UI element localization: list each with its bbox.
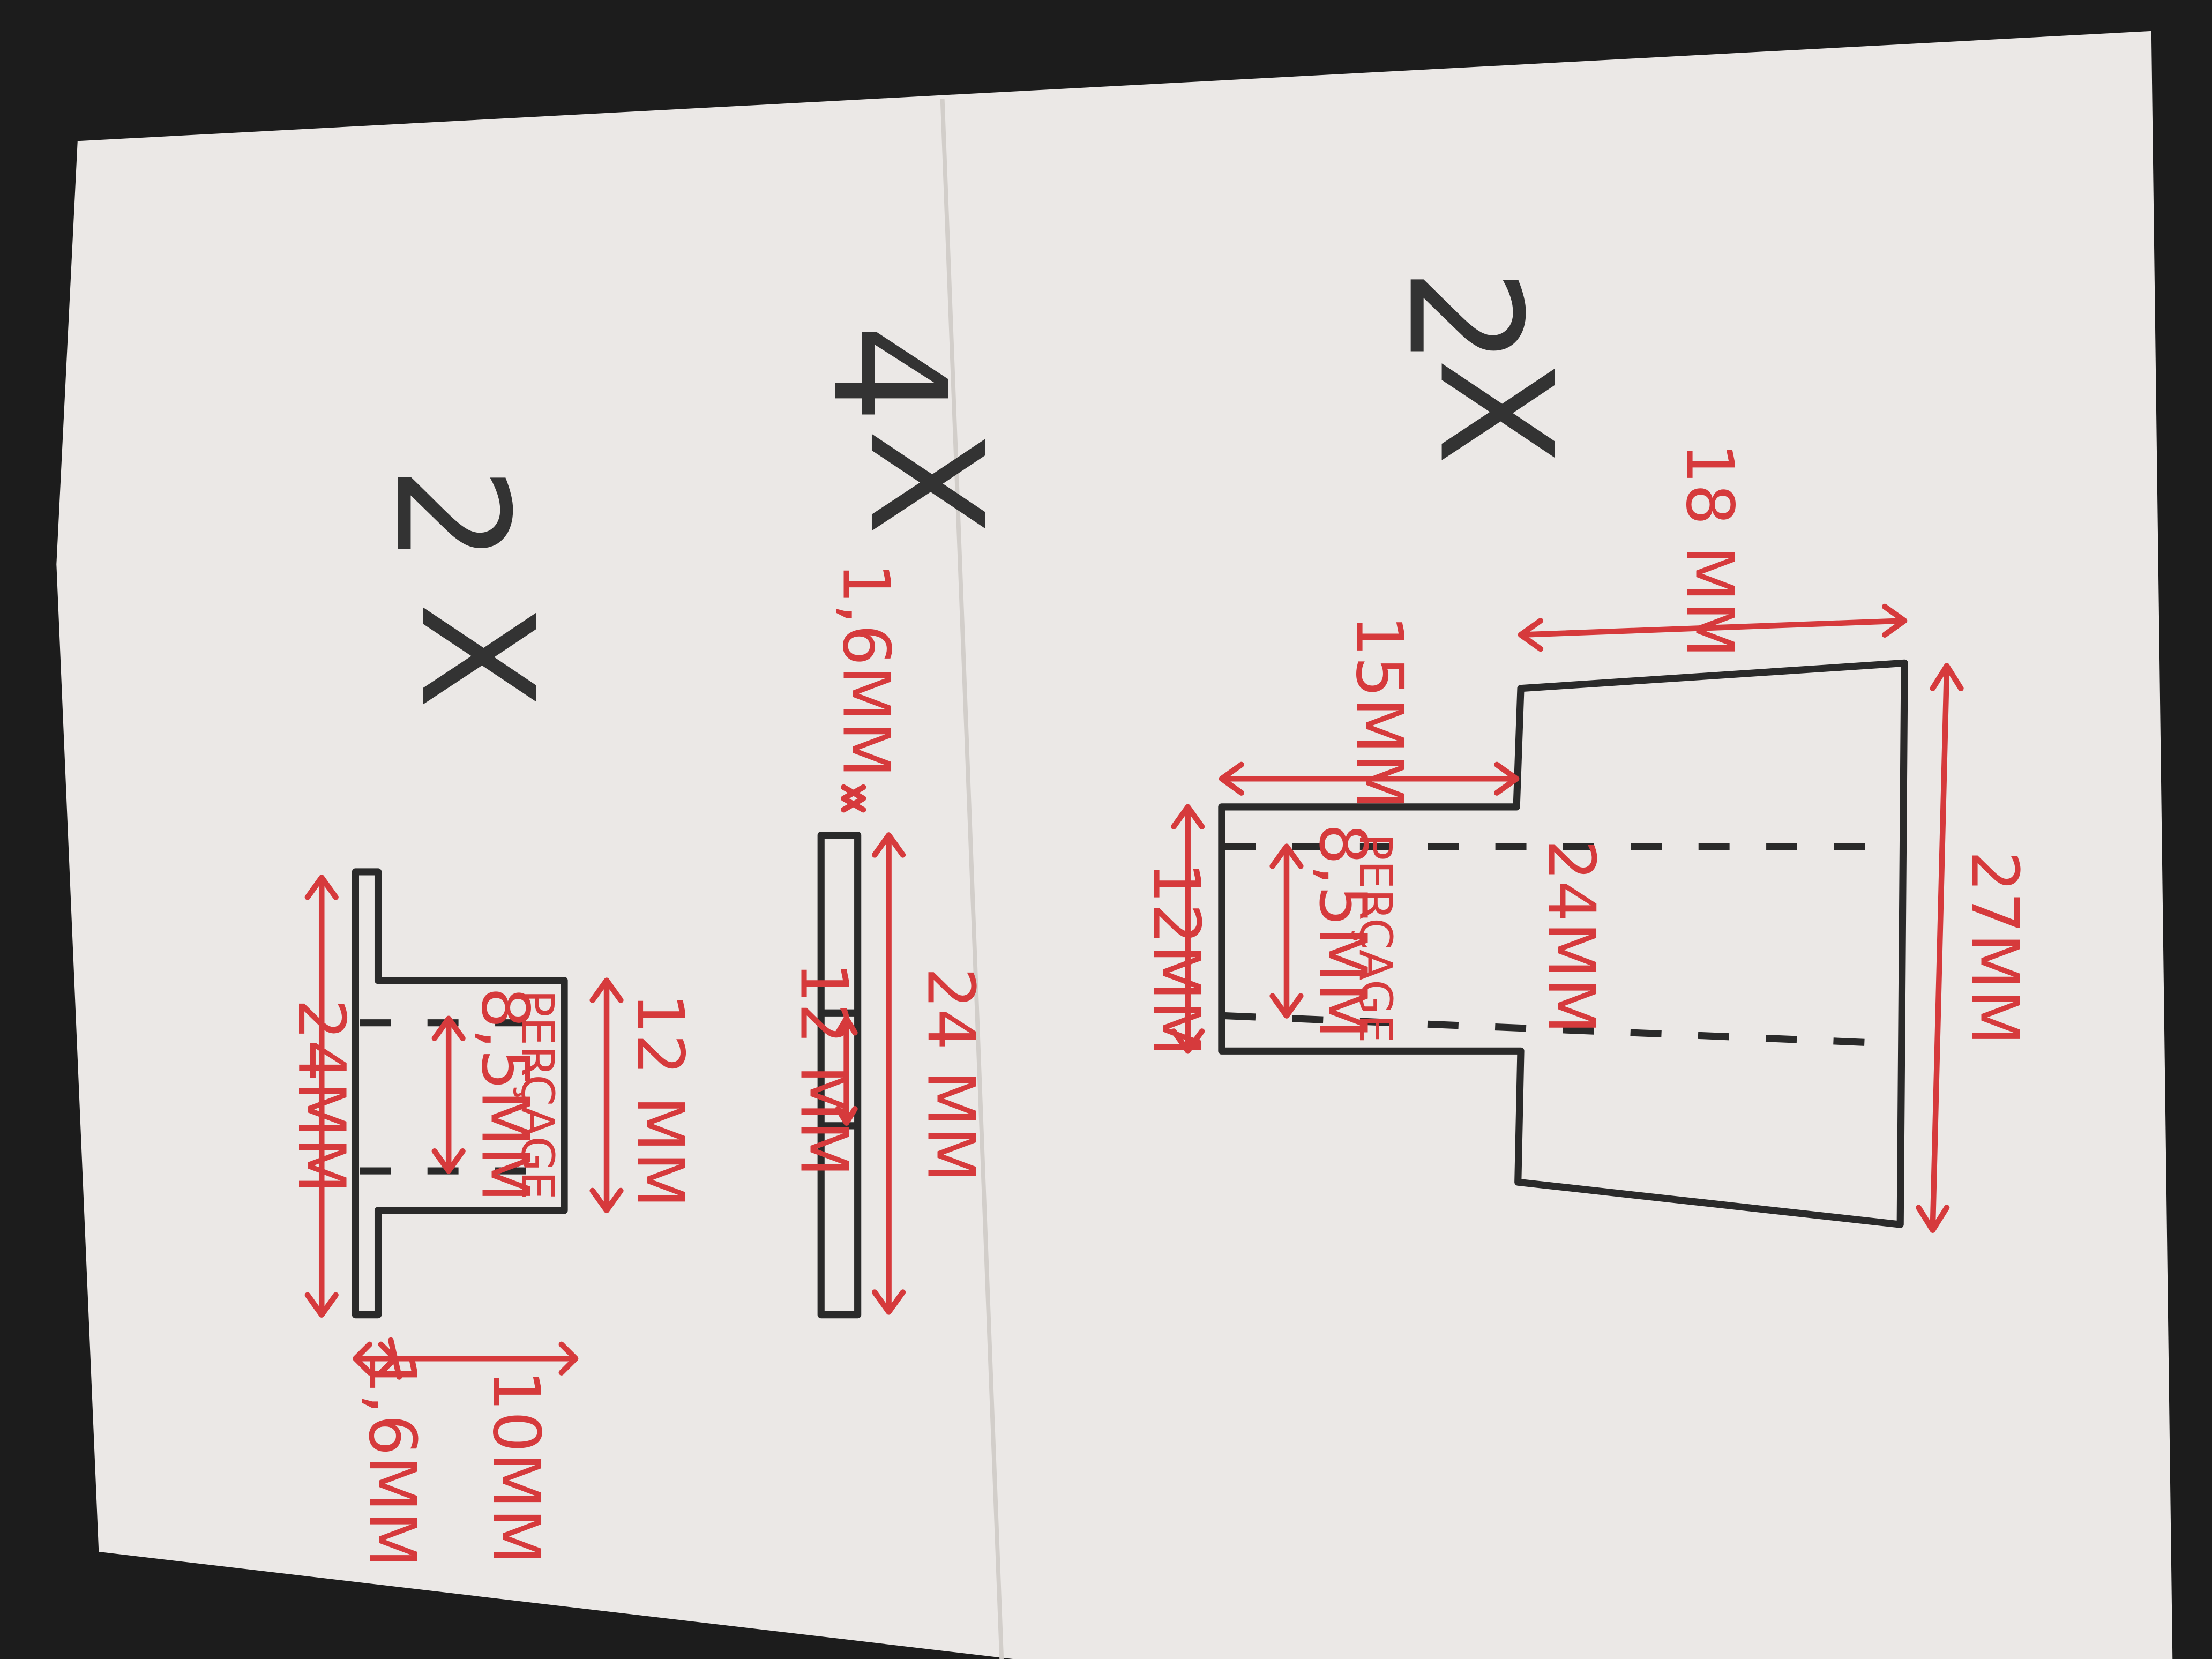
dim-arrow-bore [431, 1015, 466, 1174]
quantity-x: X [386, 603, 567, 709]
dim-label-bottom-width: 27MM [1956, 851, 2032, 1045]
dim-arrow-washer-width [871, 832, 906, 1315]
quantity-x: X [1405, 359, 1586, 465]
washer-outline [817, 831, 862, 1319]
dim-note-sleeve-bore: PERÇAGE [1349, 833, 1402, 1043]
dim-arrow-washer-thickness [841, 784, 866, 813]
paper-fold [940, 99, 1004, 1659]
dim-label-bore: 8,5MM [467, 987, 542, 1202]
dim-label-washer-inner: 12 MM [786, 962, 861, 1177]
dim-label-top-height: 15MM [1342, 615, 1417, 810]
dim-label-washer-thickness: 1,6MM [828, 563, 903, 778]
dim-label-bottom-height: 18 MM [1672, 443, 1747, 658]
dim-arrow-washer-inner [835, 1015, 858, 1126]
dim-arrow-bottom-width [1916, 663, 1964, 1233]
dim-label-sleeve-bore: 8,5MM [1305, 824, 1380, 1039]
dim-label-hub-height: 10MM [478, 1370, 554, 1564]
bushing-outline [352, 868, 568, 1319]
dim-arrow-hub-width [589, 977, 624, 1214]
dim-arrow-top-height [1219, 761, 1520, 796]
dim-arrow-hub-height [387, 1337, 579, 1380]
dim-label-hub-width: 12 MM [622, 993, 698, 1208]
dim-label-washer-width: 24 MM [913, 967, 988, 1183]
dim-arrow-bottom-height [1518, 603, 1908, 652]
sleeve-outline [1218, 659, 1908, 1228]
part-flanged-bushing: 24MM 8,5MM PERÇAGE 12 MM 1,6MM 10MM X 2 [283, 466, 698, 1568]
dim-arrow-top-width [1171, 804, 1205, 1054]
dim-arrow-sleeve-bore [1269, 843, 1304, 1019]
sleeve-bore-bottom [1224, 1012, 1902, 1048]
paper-sheet [56, 31, 2173, 1659]
dim-label-flange-thickness: 1,6MM [354, 1352, 430, 1568]
dim-label-inner-width: 24MM [1534, 840, 1609, 1034]
quantity-count: 2 [361, 466, 541, 564]
dim-arrow-flange-width [304, 875, 339, 1318]
dim-note-bore: PERÇAGE [511, 990, 564, 1200]
part-stepped-sleeve: 12MM 15MM 8,5MM PERÇAGE 24MM 18 MM 27MM … [1139, 268, 2032, 1233]
dim-label-flange-width: 24MM [283, 999, 359, 1193]
part-washer: 12 MM 24 MM 1,6MM X 4 [786, 325, 1015, 1319]
quantity-count: 4 [798, 325, 979, 423]
dim-label-top-width: 12MM [1139, 862, 1214, 1057]
quantity-count: 2 [1374, 268, 1555, 367]
quantity-x: X [835, 429, 1015, 535]
